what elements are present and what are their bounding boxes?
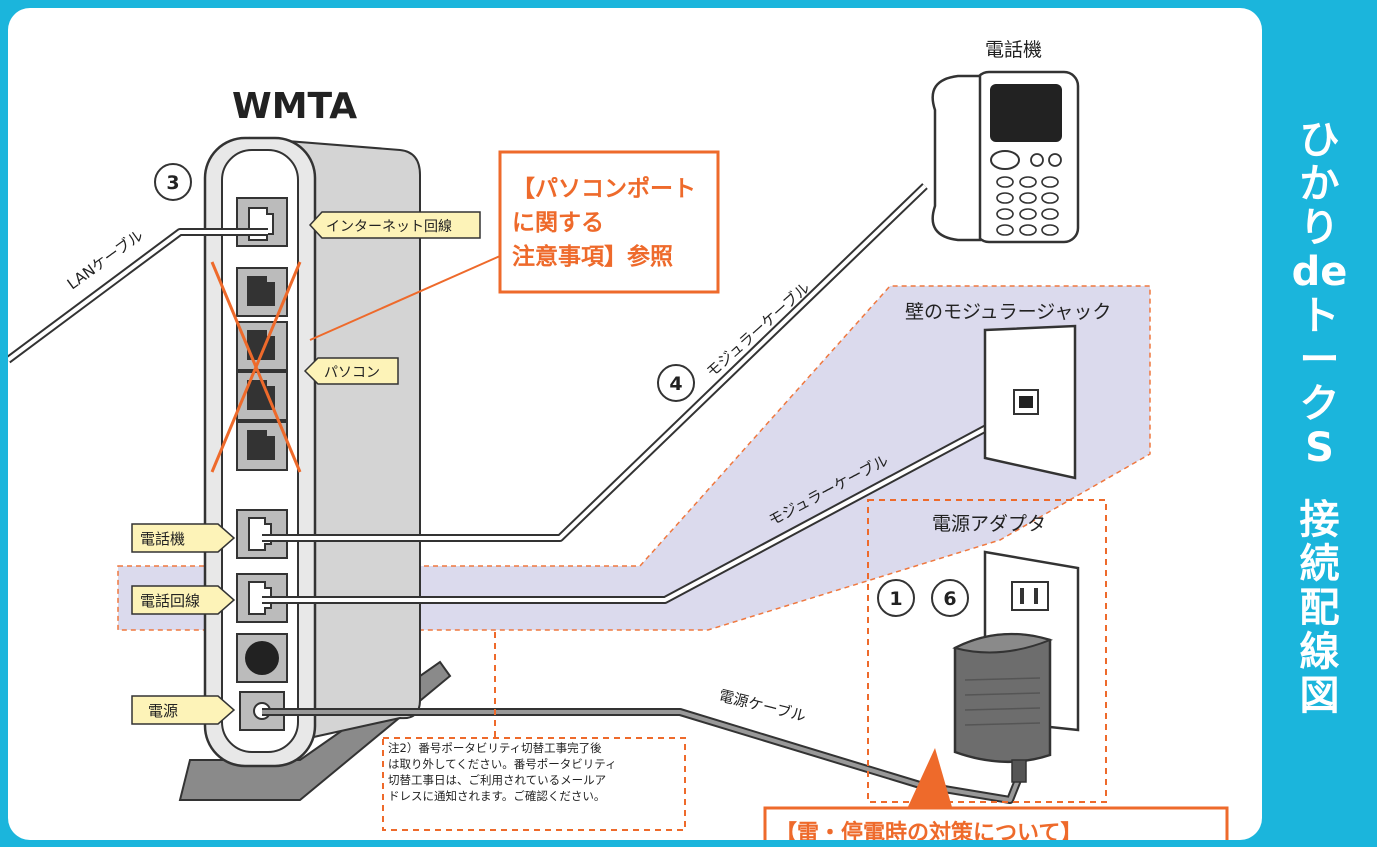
- port-pc-2: [236, 321, 288, 371]
- step-4-badge: [657, 364, 695, 402]
- sidebar-title-char: ー: [1299, 337, 1340, 383]
- label-power-adapter: 電源アダプタ: [932, 513, 1046, 535]
- sidebar-title-char: か: [1299, 161, 1340, 207]
- modular-cable-phone: [262, 183, 928, 542]
- tag-line: [131, 585, 236, 615]
- tag-power-label: 電源: [148, 702, 178, 720]
- tag-internet: [308, 211, 481, 239]
- sidebar-title-char: S: [1305, 425, 1334, 471]
- sidebar-title-char: ト: [1299, 293, 1340, 339]
- modular-cable-line: [262, 406, 1022, 604]
- storm-callout-box: [763, 806, 1229, 840]
- note2-text: 注2）番号ポータビリティ切替工事完了後 は取り外してください。番号ポータビリティ…: [388, 740, 678, 804]
- tag-phone-label: 電話機: [140, 530, 185, 548]
- sidebar-subtitle: 接 続 配 線 図: [1262, 498, 1377, 718]
- sidebar-title-char: ク: [1299, 381, 1340, 427]
- label-telephone: 電話機: [985, 39, 1042, 61]
- sidebar-title: ひ か り de ト ー ク S: [1262, 118, 1377, 470]
- power-adapter-icon: [952, 632, 1054, 783]
- power-adapter-dashed-box: [867, 499, 1107, 803]
- tag-pc-label: パソコン: [324, 365, 380, 381]
- note2-line2: は取り外してください。番号ポータビリティ: [388, 757, 617, 771]
- sidebar-subtitle-char: 接: [1299, 497, 1340, 543]
- note2-line3: 切替工事日は、ご利用されているメールア: [388, 773, 607, 787]
- tag-power: [131, 695, 236, 725]
- storm-callout-text: 【雷・停電時の対策について】: [775, 820, 1082, 840]
- port-pc-4: [236, 421, 288, 471]
- pc-callout-line2: に関する: [512, 210, 604, 236]
- step-4-label: 4: [669, 373, 682, 395]
- sidebar-title-char: de: [1291, 249, 1348, 295]
- sidebar-subtitle-char: 図: [1299, 673, 1340, 719]
- tag-line-label: 電話回線: [140, 592, 200, 610]
- device-title: WMTA: [232, 86, 357, 127]
- step-3-label: 3: [166, 172, 179, 194]
- pc-callout-line3: 注意事項】参照: [512, 243, 673, 270]
- label-modular-cable-top: モジュラーケーブル: [703, 279, 814, 381]
- pc-callout-line1: 【パソコンポート: [512, 175, 696, 202]
- label-power-cable: 電源ケーブル: [717, 686, 808, 725]
- note2-line1: 注2）番号ポータビリティ切替工事完了後: [388, 741, 602, 755]
- tag-pc: [303, 357, 399, 385]
- sidebar-title-panel: ひ か り de ト ー ク S 接 続 配 線 図: [1262, 0, 1377, 847]
- sidebar-subtitle-char: 線: [1299, 629, 1340, 675]
- wall-jack-icon: [983, 324, 1077, 480]
- pc-callout-leader: [309, 255, 501, 341]
- port-internet: [236, 197, 288, 247]
- sidebar-title-char: ひ: [1299, 117, 1340, 163]
- label-wall-jack: 壁のモジュラージャック: [905, 301, 1111, 323]
- sidebar-title-char: り: [1299, 205, 1340, 251]
- step-1-label: 1: [889, 588, 902, 610]
- step-6-badge: [931, 579, 969, 617]
- step-3-badge: [154, 163, 192, 201]
- port-pc-1: [236, 267, 288, 317]
- note2-box: [382, 737, 686, 831]
- pc-ports-cross-icon: [210, 261, 302, 473]
- step-1-badge: [877, 579, 915, 617]
- pc-port-callout-box: [498, 150, 720, 294]
- note2-line4: ドレスに通知されます。ご確認ください。: [388, 789, 606, 803]
- port-blank: [236, 633, 288, 683]
- diagram-frame: WMTA 電話機 壁のモジュラージャック 電源アダプタ LANケーブル モジュラ…: [8, 8, 1262, 840]
- step-6-label: 6: [943, 588, 956, 610]
- sidebar-subtitle-char: 続: [1299, 541, 1340, 587]
- tag-phone: [131, 523, 236, 553]
- wiring-diagram: WMTA 電話機 壁のモジュラージャック 電源アダプタ LANケーブル モジュラ…: [8, 39, 1229, 840]
- telephone-icon: [931, 70, 1080, 244]
- lan-cable: [8, 228, 268, 364]
- tag-internet-label: インターネット回線: [326, 219, 452, 235]
- sidebar-subtitle-char: 配: [1299, 585, 1340, 631]
